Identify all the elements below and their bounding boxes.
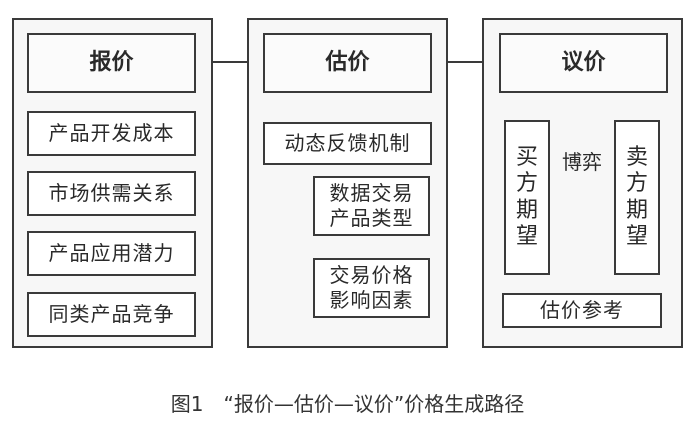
quote-factor-1: 产品开发成本 bbox=[27, 111, 196, 156]
quote-factor-4: 同类产品竞争 bbox=[27, 292, 196, 337]
estimate-reference: 估价参考 bbox=[502, 293, 662, 328]
estimate-sub-2: 交易价格 影响因素 bbox=[313, 258, 430, 318]
game-label: 博弈 bbox=[562, 150, 602, 174]
negotiate-header: 议价 bbox=[499, 33, 668, 93]
estimate-header: 估价 bbox=[263, 33, 432, 93]
quote-factor-3: 产品应用潜力 bbox=[27, 231, 196, 276]
estimate-sub-1: 数据交易 产品类型 bbox=[313, 176, 430, 236]
quote-header: 报价 bbox=[27, 33, 196, 93]
quote-factor-2: 市场供需关系 bbox=[27, 171, 196, 216]
figure-caption: 图1 “报价—估价—议价”价格生成路径 bbox=[170, 392, 525, 416]
estimate-mechanism: 动态反馈机制 bbox=[263, 122, 432, 165]
buyer-expectation: 买 方 期 望 bbox=[504, 120, 550, 275]
seller-expectation: 卖 方 期 望 bbox=[614, 120, 660, 275]
